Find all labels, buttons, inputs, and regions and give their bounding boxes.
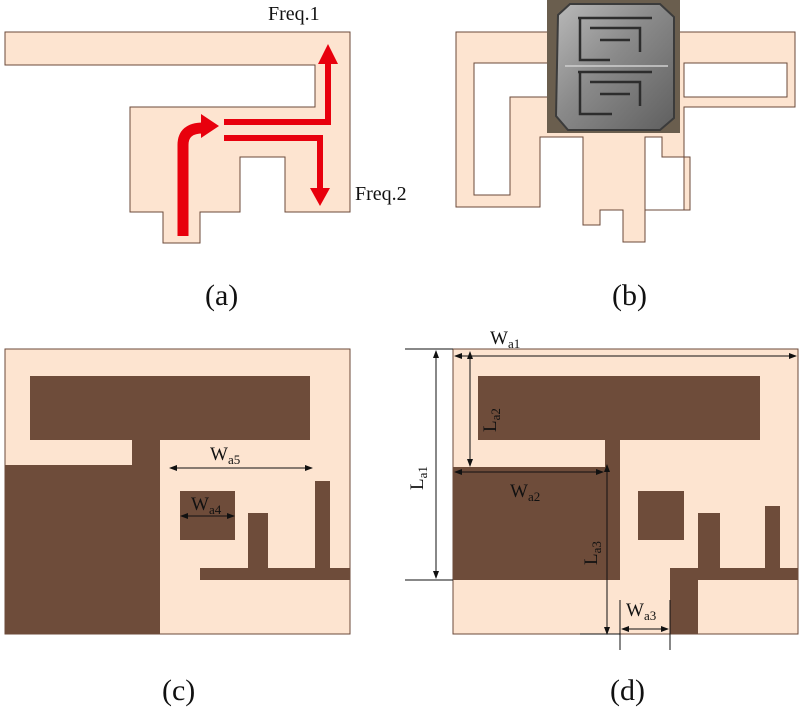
antenna-shape-a — [4, 31, 351, 244]
dim-label-wa1: Wa1 — [490, 328, 520, 351]
freq1-label: Freq.1 — [268, 3, 320, 25]
dim-label-wa3: Wa3 — [626, 600, 656, 623]
freq2-label: Freq.2 — [355, 183, 407, 205]
substrate-region-c — [5, 376, 350, 634]
panel-d: Wa1 La2 La1 Wa2 La3 Wa3 (d) — [405, 328, 799, 707]
panel-b: (b) — [455, 0, 796, 312]
dim-label-wa4: Wa4 — [191, 494, 222, 517]
panel-a: Freq.1 Freq.2 (a) — [4, 3, 407, 312]
panel-label-d: (d) — [610, 674, 645, 707]
antenna-photo — [547, 0, 680, 133]
current-path-arrow — [177, 44, 338, 236]
panel-label-c: (c) — [162, 674, 195, 707]
antenna-shape-b — [455, 31, 796, 243]
substrate-region-d — [453, 376, 798, 634]
dim-label-la2: La2 — [480, 408, 503, 432]
dim-label-la1: La1 — [407, 466, 430, 490]
dim-label-wa5: Wa5 — [210, 444, 240, 467]
panel-c: Wa5 Wa4 (c) — [4, 348, 351, 707]
dim-label-wa2: Wa2 — [510, 481, 540, 504]
dim-label-la3: La3 — [581, 541, 604, 565]
panel-label-b: (b) — [612, 279, 647, 312]
panel-label-a: (a) — [205, 279, 238, 312]
